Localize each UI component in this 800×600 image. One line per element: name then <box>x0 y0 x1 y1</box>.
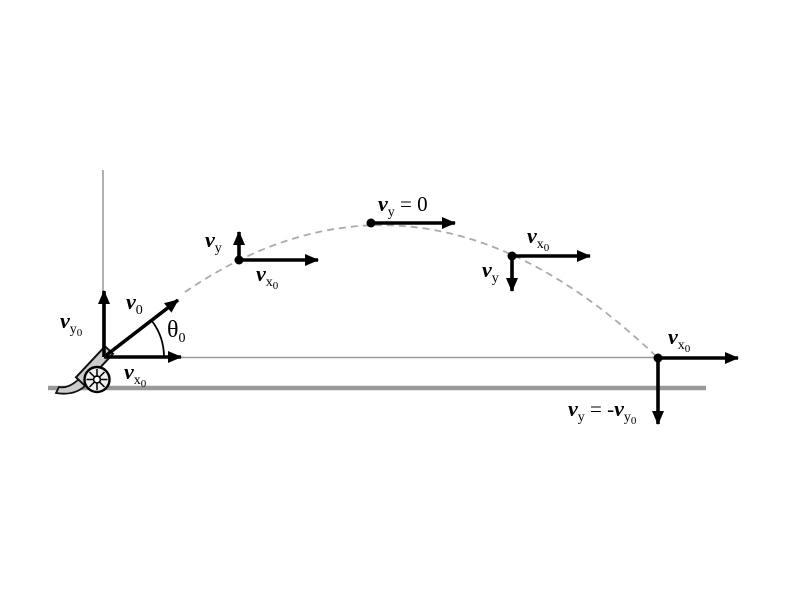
label-vy-rising: vy <box>205 227 222 256</box>
point-landing <box>653 353 663 363</box>
label-vy0-launch: vy0 <box>60 308 83 339</box>
label-theta0: θ0 <box>167 317 186 346</box>
v0-vector-launch <box>102 298 180 359</box>
label-vx0-launch: vx0 <box>124 359 147 390</box>
point-apex <box>366 218 376 228</box>
point-rising <box>234 255 244 265</box>
label-v0-launch: v0 <box>126 289 143 318</box>
label-vy-landing: vy = -vy0 <box>568 396 637 427</box>
label-vy-falling: vy <box>482 257 499 286</box>
label-vy-apex: vy = 0 <box>378 191 428 220</box>
cannon-wheel-hub <box>92 375 102 384</box>
cannon-tail <box>54 376 87 395</box>
label-vx0-falling: vx0 <box>527 223 550 254</box>
point-falling <box>507 251 517 261</box>
trajectory-path <box>184 224 659 359</box>
launch-angle-arc <box>150 319 165 358</box>
velocity-vectors <box>98 217 739 425</box>
trajectory-points <box>234 218 663 363</box>
label-vx0-landing: vx0 <box>668 324 691 355</box>
label-vx0-rising: vx0 <box>256 261 279 292</box>
cannon-icon <box>54 344 115 395</box>
